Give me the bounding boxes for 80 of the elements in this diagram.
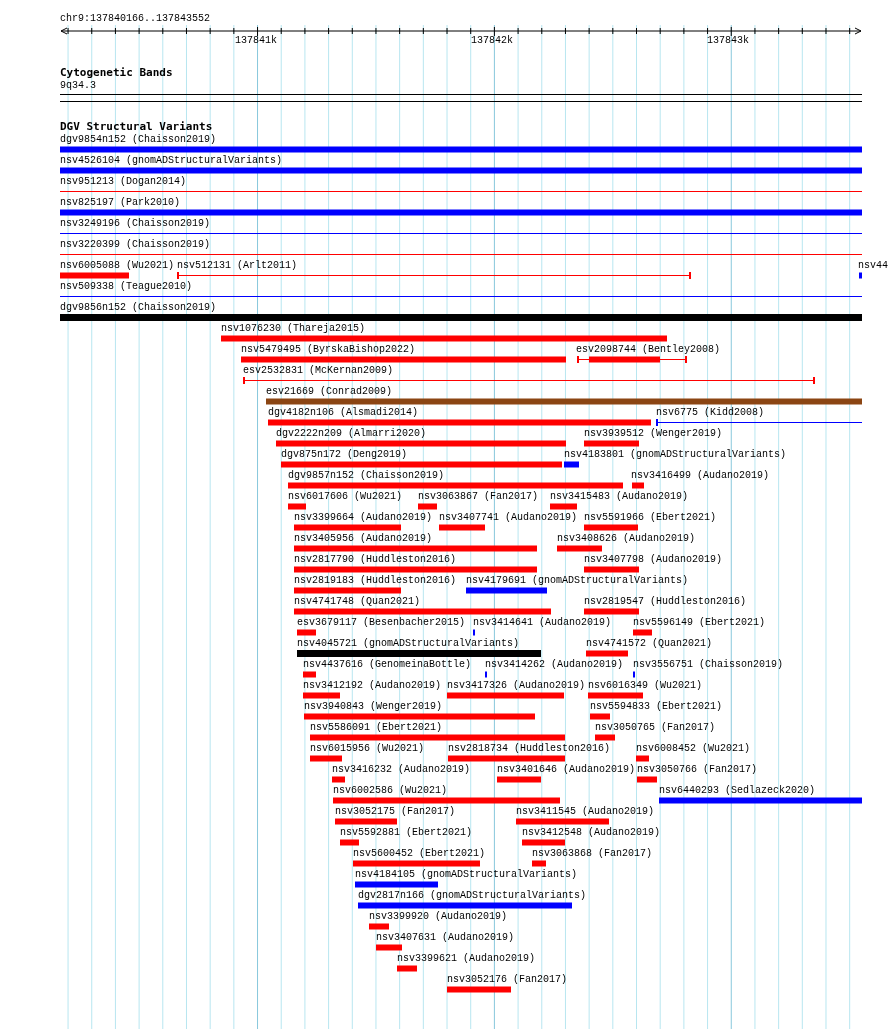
- variant-label: nsv4437616 (GenomeinaBottle): [303, 659, 472, 671]
- variant-label: esv2098744 (Bentley2008): [576, 344, 721, 356]
- tick-label: 137843k: [707, 35, 749, 47]
- variant-label: nsv5594833 (Ebert2021): [590, 701, 723, 713]
- variant-label: nsv44: [858, 260, 888, 272]
- variant-label: nsv6005088 (Wu2021): [60, 260, 175, 272]
- variant-label: nsv4526104 (gnomADStructuralVariants): [60, 155, 283, 167]
- variant-label: nsv3939512 (Wenger2019): [584, 428, 723, 440]
- variant-label: nsv2819547 (Huddleston2016): [584, 596, 747, 608]
- variant-label: nsv3416232 (Audano2019): [332, 764, 471, 776]
- variant-label: nsv3417326 (Audano2019): [447, 680, 586, 692]
- variant-label: nsv3050765 (Fan2017): [595, 722, 716, 734]
- variant-label: nsv3407798 (Audano2019): [584, 554, 723, 566]
- variant-label: nsv3412548 (Audano2019): [522, 827, 661, 839]
- variant-label: nsv3050766 (Fan2017): [637, 764, 758, 776]
- variant-label: nsv3401646 (Audano2019): [497, 764, 636, 776]
- variant-label: nsv3399664 (Audano2019): [294, 512, 433, 524]
- variant-label: nsv6008452 (Wu2021): [636, 743, 751, 755]
- variant-label: nsv3399621 (Audano2019): [397, 953, 536, 965]
- variant-label: nsv6017606 (Wu2021): [288, 491, 403, 503]
- variant-label: nsv3063868 (Fan2017): [532, 848, 653, 860]
- variant-label: nsv3411545 (Audano2019): [516, 806, 655, 818]
- variant-label: nsv3220399 (Chaisson2019): [60, 239, 211, 251]
- variant-label: dgv4182n106 (Alsmadi2014): [268, 407, 419, 419]
- variant-label: nsv3408626 (Audano2019): [557, 533, 696, 545]
- variant-label: nsv5586091 (Ebert2021): [310, 722, 443, 734]
- variant-label: nsv4741748 (Quan2021): [294, 596, 421, 608]
- variant-label: nsv825197 (Park2010): [60, 197, 181, 209]
- variant-label: dgv9857n152 (Chaisson2019): [288, 470, 445, 482]
- variant-label: nsv4179691 (gnomADStructuralVariants): [466, 575, 689, 587]
- variant-label: nsv4741572 (Quan2021): [586, 638, 713, 650]
- variant-label: nsv3407741 (Audano2019): [439, 512, 578, 524]
- variant-label: esv3679117 (Besenbacher2015): [297, 617, 466, 629]
- variant-label: nsv3405956 (Audano2019): [294, 533, 433, 545]
- variant-label: nsv1076230 (Thareja2015): [221, 323, 366, 335]
- variant-label: dgv9854n152 (Chaisson2019): [60, 134, 217, 146]
- variant-label: nsv5479495 (ByrskaBishop2022): [241, 344, 416, 356]
- variant-label: nsv3412192 (Audano2019): [303, 680, 442, 692]
- tick-label: 137842k: [471, 35, 513, 47]
- variant-label: nsv2817790 (Huddleston2016): [294, 554, 457, 566]
- variant-label: nsv5596149 (Ebert2021): [633, 617, 766, 629]
- variant-label: nsv512131 (Arlt2011): [177, 260, 298, 272]
- variant-label: esv2532831 (McKernan2009): [243, 365, 394, 377]
- variant-label: nsv3052176 (Fan2017): [447, 974, 568, 986]
- variant-label: nsv3052175 (Fan2017): [335, 806, 456, 818]
- variant-label: nsv951213 (Dogan2014): [60, 176, 187, 188]
- variant-label: nsv3414262 (Audano2019): [485, 659, 624, 671]
- variant-label: nsv4045721 (gnomADStructuralVariants): [297, 638, 520, 650]
- variant-label: nsv3416499 (Audano2019): [631, 470, 770, 482]
- variant-label: nsv5600452 (Ebert2021): [353, 848, 486, 860]
- band-label: 9q34.3: [60, 80, 96, 92]
- variant-label: nsv6002586 (Wu2021): [333, 785, 448, 797]
- variant-label: nsv6015956 (Wu2021): [310, 743, 425, 755]
- variant-label: nsv6775 (Kidd2008): [656, 407, 765, 419]
- variant-label: nsv4183801 (gnomADStructuralVariants): [564, 449, 787, 461]
- variant-label: nsv2818734 (Huddleston2016): [448, 743, 611, 755]
- variant-label: nsv2819183 (Huddleston2016): [294, 575, 457, 587]
- variant-label: nsv6440293 (Sedlazeck2020): [659, 785, 816, 797]
- variant-label: nsv3556751 (Chaisson2019): [633, 659, 784, 671]
- variant-label: dgv2817n166 (gnomADStructuralVariants): [358, 890, 587, 902]
- variant-label: dgv875n172 (Deng2019): [281, 449, 408, 461]
- variant-label: nsv3399920 (Audano2019): [369, 911, 508, 923]
- variant-label: dgv2222n209 (Almarri2020): [276, 428, 427, 440]
- variant-label: nsv6016349 (Wu2021): [588, 680, 703, 692]
- variant-label: nsv5592881 (Ebert2021): [340, 827, 473, 839]
- variant-label: nsv3063867 (Fan2017): [418, 491, 539, 503]
- variant-label: nsv5591966 (Ebert2021): [584, 512, 717, 524]
- variant-label: esv21669 (Conrad2009): [266, 386, 393, 398]
- variant-label: nsv3414641 (Audano2019): [473, 617, 612, 629]
- tick-label: 137841k: [235, 35, 277, 47]
- variant-label: nsv3940843 (Wenger2019): [304, 701, 443, 713]
- region-label: chr9:137840166..137843552: [60, 13, 211, 25]
- variant-label: nsv3249196 (Chaisson2019): [60, 218, 211, 230]
- track-title: DGV Structural Variants: [60, 121, 213, 133]
- variant-label: nsv4184105 (gnomADStructuralVariants): [355, 869, 578, 881]
- variant-label: nsv509338 (Teague2010): [60, 281, 193, 293]
- variant-label: dgv9856n152 (Chaisson2019): [60, 302, 217, 314]
- variant-label: nsv3415483 (Audano2019): [550, 491, 689, 503]
- variant-label: nsv3407631 (Audano2019): [376, 932, 515, 944]
- track-title: Cytogenetic Bands: [60, 67, 173, 79]
